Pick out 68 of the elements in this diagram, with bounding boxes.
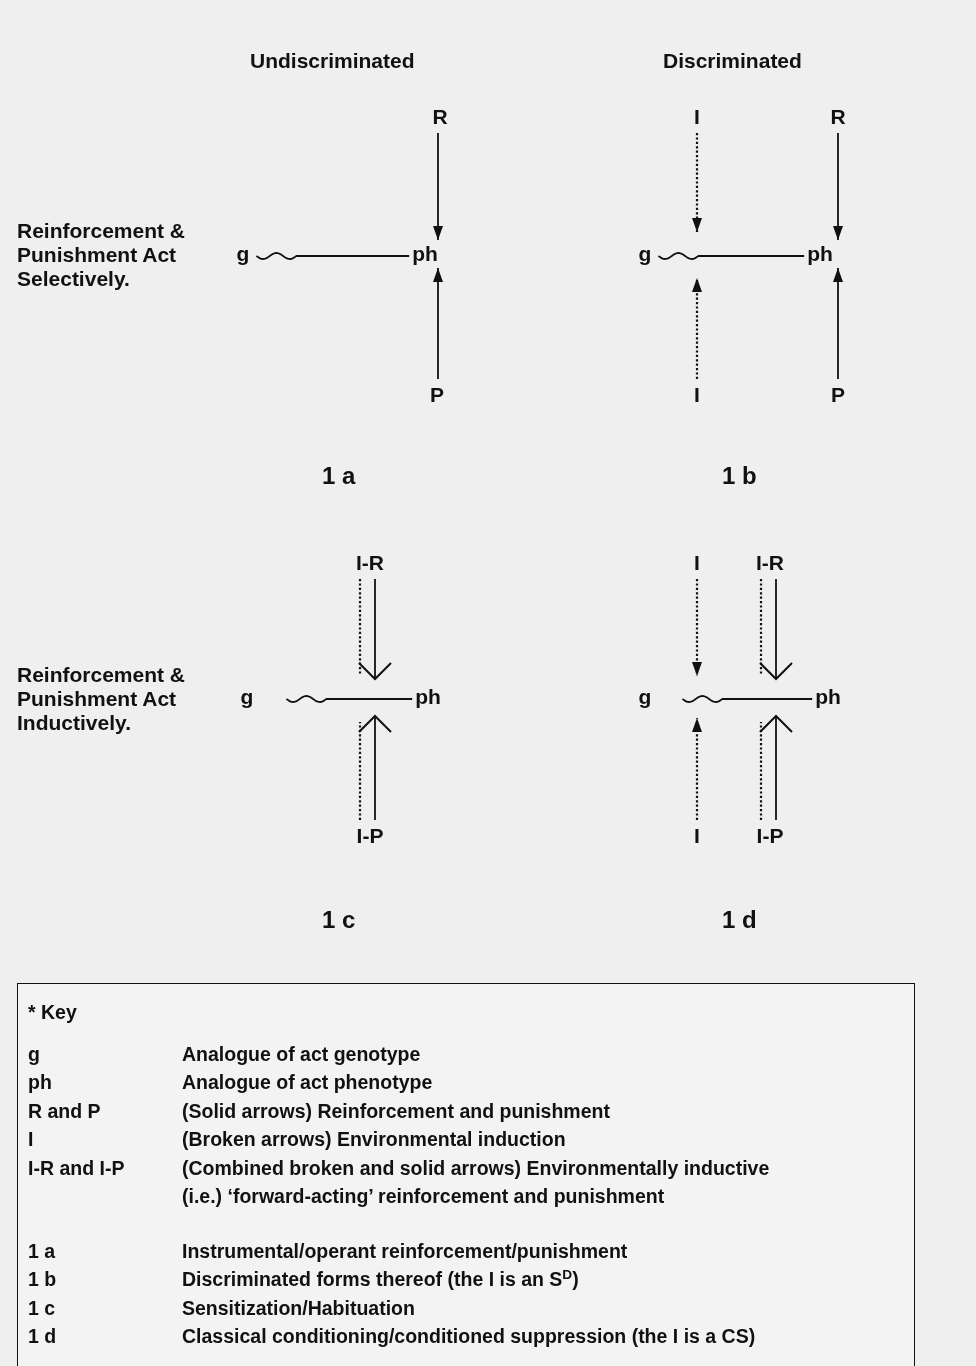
dotted-arrow <box>692 718 702 820</box>
row-heading: Reinforcement & Punishment Act Inductively. <box>17 663 187 735</box>
term-label: I <box>694 383 700 407</box>
term-label: g <box>638 685 652 709</box>
wavy-line <box>285 695 414 703</box>
term-label: g <box>638 242 652 266</box>
arrow <box>433 267 443 380</box>
wavy-line <box>681 695 814 703</box>
wavy-line <box>657 252 806 260</box>
panel-label: 1 a <box>322 462 356 490</box>
key-term: 1 b <box>28 1267 58 1292</box>
term-label: I <box>694 551 700 575</box>
row-heading: Reinforcement & Punishment Act Selectively. <box>17 219 187 291</box>
key-description: (Solid arrows) Reinforcement and punishment <box>182 1098 611 1124</box>
term-label: ph <box>412 242 438 266</box>
key-description: Analogue of act phenotype <box>182 1070 434 1095</box>
dotted-line <box>759 722 763 820</box>
panel-label: 1 b <box>722 462 757 490</box>
key-description: Sensitization/Habituation <box>182 1295 416 1321</box>
arrow <box>358 578 392 680</box>
dotted-line <box>759 579 763 674</box>
key-term: ph <box>28 1070 53 1095</box>
key-description: Classical conditioning/conditioned suppression (the I is a CS) <box>182 1324 757 1349</box>
term-label: P <box>831 383 845 407</box>
term-label: I <box>694 824 700 848</box>
arrow <box>833 132 843 241</box>
dotted-arrow <box>692 579 702 676</box>
term-label: I-P <box>356 824 384 848</box>
arrow <box>759 715 793 821</box>
term-label: ph <box>807 242 833 266</box>
key-term: 1 a <box>28 1238 57 1264</box>
term-label: R <box>830 105 846 129</box>
term-label: I-R <box>756 551 784 575</box>
key-description: (Combined broken and solid arrows) Environmentally inductive (i.e.) ‘forward-acting’ reinforcement and punishment <box>182 1155 771 1209</box>
term-label: ph <box>815 685 841 709</box>
wavy-line <box>255 252 411 260</box>
dotted-arrow <box>692 278 702 379</box>
column-heading: Discriminated <box>663 49 802 73</box>
term-label: P <box>430 383 444 407</box>
key-description: Instrumental/operant reinforcement/punishment <box>182 1238 629 1264</box>
term-label: ph <box>415 685 441 709</box>
key-term: I-R and I-P <box>28 1155 126 1181</box>
panel-label: 1 c <box>322 906 356 934</box>
key-term: 1 c <box>28 1295 57 1321</box>
key-description: Analogue of act genotype <box>182 1041 422 1067</box>
term-label: I <box>694 105 700 129</box>
key-panel <box>17 983 915 1366</box>
panel-label: 1 d <box>722 906 757 934</box>
dotted-arrow <box>692 133 702 232</box>
arrow <box>433 132 443 241</box>
dotted-line <box>358 722 362 820</box>
key-term: R and P <box>28 1098 102 1124</box>
key-term: 1 d <box>28 1324 58 1349</box>
key-heading: * Key <box>28 1000 78 1025</box>
term-label: I-P <box>756 824 784 848</box>
dotted-line <box>358 579 362 674</box>
column-heading: Undiscriminated <box>250 49 415 73</box>
key-description: Discriminated forms thereof (the I is an S$^{D}$) <box>182 1265 580 1292</box>
term-label: I-R <box>356 551 384 575</box>
term-label: R <box>432 105 448 129</box>
term-label: g <box>240 685 254 709</box>
term-label: g <box>236 242 250 266</box>
arrow <box>759 578 793 680</box>
key-description: (Broken arrows) Environmental induction <box>182 1127 567 1152</box>
key-term: g <box>28 1041 41 1067</box>
arrow <box>358 715 392 821</box>
key-term: I <box>28 1127 35 1152</box>
arrow <box>833 267 843 380</box>
